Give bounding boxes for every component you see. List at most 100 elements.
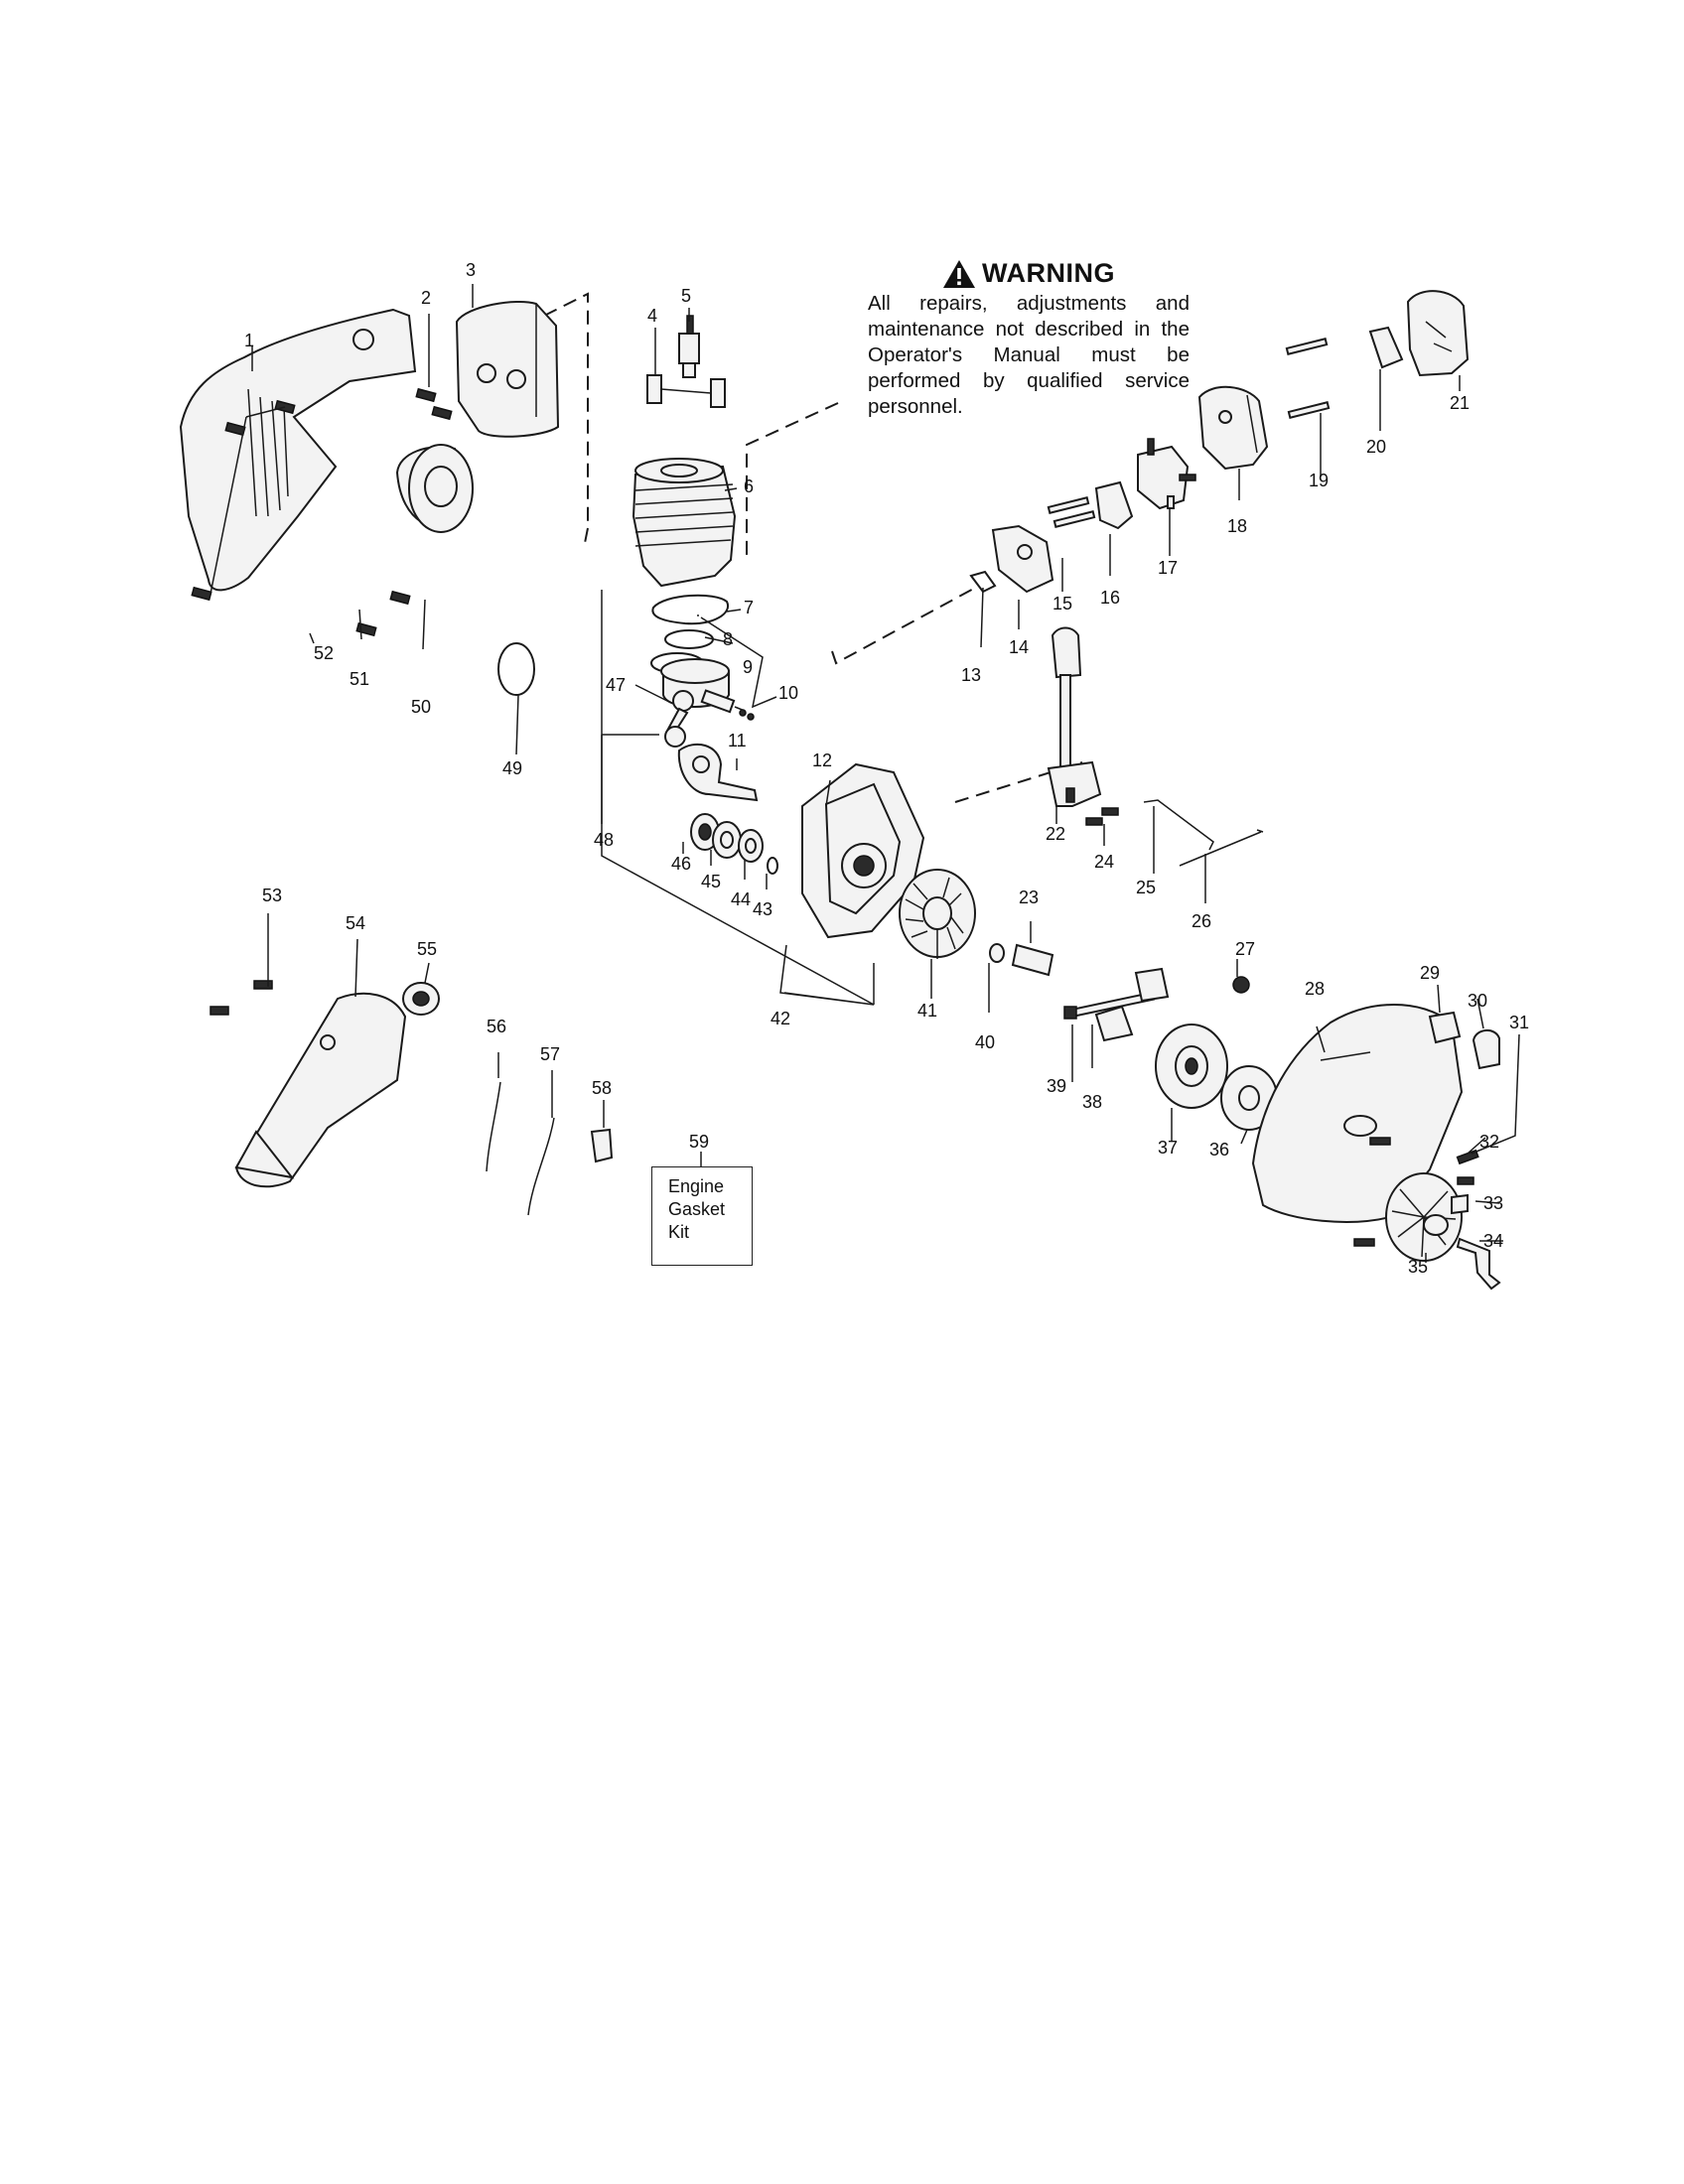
- callout-3: 3: [466, 260, 477, 280]
- engine-gasket-kit-box: Engine Gasket Kit: [651, 1166, 753, 1266]
- callout-29: 29: [1420, 963, 1441, 983]
- assembly-dash-line: [831, 585, 980, 665]
- callout-14: 14: [1009, 637, 1030, 657]
- part-12-crankcase: [801, 762, 925, 939]
- part-5-spark-plug: [678, 315, 700, 378]
- callout-37: 37: [1158, 1138, 1179, 1158]
- callout-10: 10: [778, 683, 799, 703]
- part-26-wire: [1179, 829, 1264, 867]
- part-27-nut: [1232, 976, 1250, 994]
- callout-44: 44: [731, 889, 752, 909]
- callout-7: 7: [744, 598, 755, 617]
- part-50-muffler: [395, 444, 474, 533]
- callout-33: 33: [1483, 1193, 1504, 1213]
- part-20-air-filter: [1368, 326, 1404, 369]
- part-52-engine-cover: [179, 308, 417, 592]
- callout-40: 40: [975, 1032, 996, 1052]
- warning-text: All repairs, adjustments and maintenance…: [868, 292, 1190, 418]
- part-7-gasket: [651, 594, 730, 625]
- callout-58: 58: [592, 1078, 613, 1098]
- callout-11: 11: [728, 731, 747, 751]
- callout-2: 2: [421, 288, 432, 308]
- callout-46: 46: [671, 854, 692, 874]
- part-23-sleeve: [1011, 943, 1054, 977]
- part-25-wire: [1143, 799, 1214, 851]
- part-33-nut: [1451, 1193, 1469, 1215]
- part-10-piston-assembly: [650, 629, 755, 721]
- callout-48: 48: [594, 830, 615, 850]
- part-3-air-filter-cover: [455, 301, 560, 438]
- callout-31: 31: [1509, 1013, 1530, 1032]
- callout-6: 6: [744, 477, 755, 496]
- callout-52: 52: [314, 643, 335, 663]
- callout-56: 56: [487, 1017, 507, 1036]
- part-24-screws: [1085, 807, 1119, 826]
- part-17-carburetor: [1137, 438, 1196, 510]
- part-56-fuel-line: [486, 1081, 501, 1172]
- callout-36: 36: [1209, 1140, 1230, 1160]
- callout-21: 21: [1450, 393, 1471, 413]
- callout-28: 28: [1305, 979, 1326, 999]
- callout-54: 54: [346, 913, 366, 933]
- part-54-debris-shield: [234, 992, 407, 1188]
- callout-17: 17: [1158, 558, 1179, 578]
- callout-4: 4: [647, 306, 658, 326]
- callout-1: 1: [244, 331, 255, 350]
- callout-18: 18: [1227, 516, 1248, 536]
- callout-57: 57: [540, 1044, 561, 1064]
- part-55-nut: [402, 982, 440, 1016]
- part-21-filter-cover: [1406, 290, 1470, 377]
- part-19-screws: [1285, 338, 1331, 419]
- callout-51: 51: [350, 669, 370, 689]
- screws-1-2: [191, 387, 453, 637]
- callout-13: 13: [961, 665, 982, 685]
- kit-label-line: Gasket: [668, 1199, 726, 1219]
- kit-label-line: Kit: [668, 1222, 690, 1242]
- leader-lines: [210, 284, 1520, 1263]
- part-15-screws: [1047, 496, 1096, 528]
- callout-41: 41: [917, 1001, 938, 1021]
- part-37-starter-pulley: [1155, 1024, 1228, 1109]
- warning-header: WARNING: [868, 258, 1190, 289]
- assembly-dash-line: [543, 292, 589, 528]
- part-40-washer: [989, 943, 1005, 963]
- callout-19: 19: [1309, 471, 1330, 490]
- callout-47: 47: [606, 675, 627, 695]
- callout-55: 55: [417, 939, 438, 959]
- part-30-primer: [1472, 1029, 1500, 1070]
- part-47-connecting-rod: [664, 690, 694, 748]
- part-49-gasket-ring: [497, 642, 535, 696]
- part-13-gasket: [969, 570, 997, 594]
- part-29-switch: [1428, 1011, 1462, 1044]
- callout-15: 15: [1052, 594, 1073, 614]
- callout-26: 26: [1192, 911, 1212, 931]
- part-53-screws: [210, 980, 273, 1016]
- callout-45: 45: [701, 872, 722, 891]
- part-57-fuel-line: [527, 1117, 555, 1216]
- callout-35: 35: [1408, 1257, 1429, 1277]
- part-35-pull-assembly: [1385, 1172, 1463, 1262]
- callout-25: 25: [1136, 878, 1157, 897]
- part-58-fuel-filter: [590, 1128, 614, 1163]
- callout-38: 38: [1082, 1092, 1103, 1112]
- callout-30: 30: [1468, 991, 1488, 1011]
- part-14-intake-adapter: [991, 524, 1054, 594]
- callout-8: 8: [723, 629, 734, 649]
- callout-9: 9: [743, 657, 754, 677]
- part-36-starter-spring: [1220, 1065, 1278, 1131]
- warning-notice: WARNING All repairs, adjustments and mai…: [868, 258, 1190, 420]
- assembly-dash-line: [746, 402, 839, 558]
- callout-50: 50: [411, 697, 432, 717]
- part-6-cylinder: [632, 458, 737, 588]
- part-39-plate: [1134, 967, 1170, 1003]
- callout-27: 27: [1235, 939, 1256, 959]
- callout-22: 22: [1046, 824, 1066, 844]
- callout-5: 5: [681, 286, 692, 306]
- callout-49: 49: [502, 758, 523, 778]
- callout-16: 16: [1100, 588, 1121, 608]
- warning-triangle-icon: [943, 259, 975, 288]
- warning-title: WARNING: [982, 258, 1115, 288]
- callout-53: 53: [262, 886, 283, 905]
- callout-59: 59: [689, 1132, 710, 1152]
